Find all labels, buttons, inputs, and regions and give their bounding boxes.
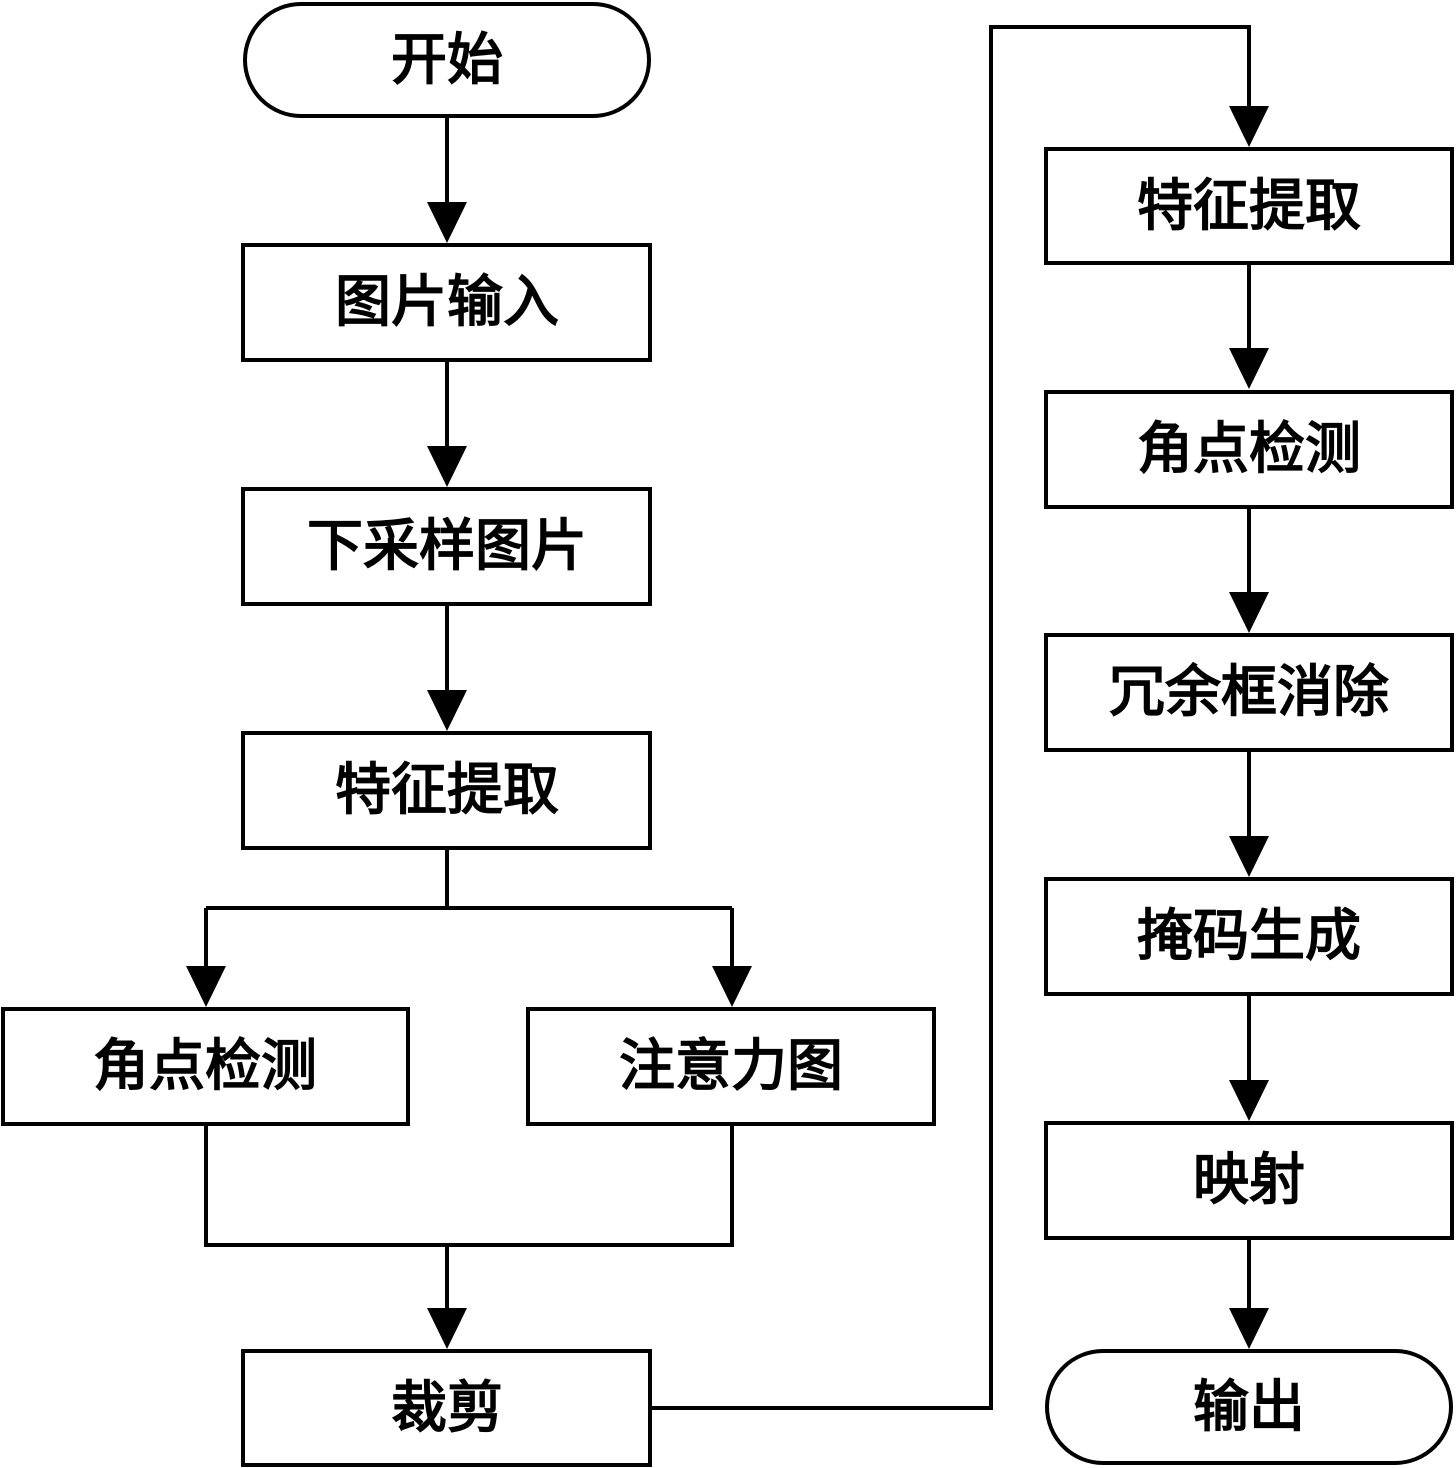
arrowhead-image-input <box>427 202 467 243</box>
redundant-box-removal-label: 冗余框消除 <box>1109 659 1390 725</box>
downsample-box <box>241 487 652 606</box>
crop-box <box>241 1349 652 1467</box>
downsample-label: 下采样图片 <box>307 513 587 579</box>
corner-detect-1-label: 角点检测 <box>93 1033 317 1099</box>
node-redundant-box-removal: 冗余框消除 <box>1044 633 1454 752</box>
image-input-box <box>241 243 652 362</box>
node-mask-generation: 掩码生成 <box>1044 877 1454 996</box>
corner-detect-1-box <box>1 1007 410 1126</box>
node-corner-detect-2: 角点检测 <box>1044 390 1454 509</box>
edge-merge <box>204 1124 734 1247</box>
corner-detect-2-label: 角点检测 <box>1137 416 1361 482</box>
node-start: 开始 <box>243 2 651 118</box>
arrowhead-feature-extract-1 <box>427 690 467 731</box>
node-corner-detect-1: 角点检测 <box>1 1007 410 1126</box>
attention-map-box <box>526 1007 936 1126</box>
arrowhead-mask-generation <box>1229 836 1269 877</box>
node-downsample: 下采样图片 <box>241 487 652 606</box>
edge-crop-to-feature-extract-2 <box>651 25 1251 1410</box>
start-terminal-shape <box>243 2 651 118</box>
node-image-input: 图片输入 <box>241 243 652 362</box>
mapping-label: 映射 <box>1193 1147 1305 1213</box>
arrowhead-downsample <box>427 446 467 487</box>
connectors <box>186 25 1269 1410</box>
start-label: 开始 <box>391 27 503 93</box>
attention-map-label: 注意力图 <box>619 1033 843 1099</box>
output-label: 输出 <box>1193 1374 1305 1440</box>
image-input-label: 图片输入 <box>335 269 559 335</box>
node-feature-extract-1: 特征提取 <box>241 731 652 850</box>
corner-detect-2-box <box>1044 390 1454 509</box>
feature-extract-2-label: 特征提取 <box>1137 173 1361 239</box>
feature-extract-1-label: 特征提取 <box>335 757 559 823</box>
arrowhead-attention-map <box>712 966 752 1007</box>
mapping-box <box>1044 1121 1454 1240</box>
node-crop: 裁剪 <box>241 1349 652 1467</box>
node-mapping: 映射 <box>1044 1121 1454 1240</box>
output-terminal-shape <box>1045 1349 1453 1465</box>
arrowhead-crop <box>427 1308 467 1349</box>
feature-extract-2-box <box>1044 147 1454 265</box>
redundant-box-removal-box <box>1044 633 1454 752</box>
arrowhead-corner-detect-2 <box>1229 348 1269 389</box>
node-output: 输出 <box>1045 1349 1453 1465</box>
arrowhead-redundant-box-removal <box>1229 592 1269 633</box>
crop-label: 裁剪 <box>391 1375 503 1441</box>
arrowhead-corner-detect-1 <box>186 966 226 1007</box>
mask-generation-box <box>1044 877 1454 996</box>
mask-generation-label: 掩码生成 <box>1137 903 1361 969</box>
arrowhead-mapping <box>1229 1080 1269 1121</box>
arrowhead-output <box>1229 1308 1269 1349</box>
node-feature-extract-2: 特征提取 <box>1044 147 1454 265</box>
node-attention-map: 注意力图 <box>526 1007 936 1126</box>
feature-extract-1-box <box>241 731 652 850</box>
arrowhead-feature-extract-2 <box>1229 106 1269 147</box>
